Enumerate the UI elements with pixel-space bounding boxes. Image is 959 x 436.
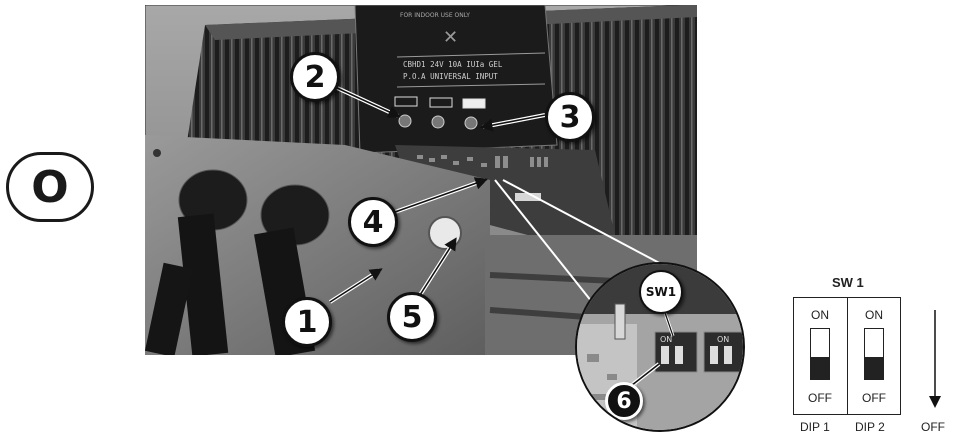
callout-1: 1 bbox=[282, 297, 332, 347]
model-label: CBHD1 24V 10A IUIa GEL bbox=[403, 60, 503, 69]
callout-4: 4 bbox=[348, 197, 398, 247]
dip2-caption: DIP 2 bbox=[855, 420, 885, 434]
section-letter: O bbox=[6, 152, 94, 222]
dip2-switch bbox=[864, 328, 884, 380]
callout-3: 3 bbox=[545, 92, 595, 142]
dip1-off-label: OFF bbox=[808, 391, 832, 405]
dip-switch-inset: ON ON SW1 6 bbox=[575, 262, 745, 432]
dip1-switch bbox=[810, 328, 830, 380]
dip-switch-frame: ON OFF ON OFF bbox=[793, 297, 901, 415]
callout-5: 5 bbox=[387, 292, 437, 342]
inset-on-label: ON bbox=[660, 335, 672, 344]
dip1-caption: DIP 1 bbox=[800, 420, 830, 434]
callout-6: 6 bbox=[605, 382, 643, 420]
label-top-text: FOR INDOOR USE ONLY bbox=[400, 12, 470, 19]
input-label: P.O.A UNIVERSAL INPUT bbox=[403, 72, 498, 81]
dip2-on-label: ON bbox=[865, 308, 883, 322]
svg-text:ON: ON bbox=[717, 335, 729, 344]
arrow-off-caption: OFF bbox=[921, 420, 945, 434]
label-panel: FOR INDOOR USE ONLY ✕ CBHD1 24V 10A IUIa… bbox=[354, 5, 558, 154]
sw1-badge: SW1 bbox=[639, 270, 683, 314]
callout-2: 2 bbox=[290, 52, 340, 102]
reset-hole bbox=[428, 216, 462, 250]
svg-text:✕: ✕ bbox=[443, 27, 458, 48]
dip1-on-label: ON bbox=[811, 308, 829, 322]
dip2-off-label: OFF bbox=[862, 391, 886, 405]
dip-title: SW 1 bbox=[832, 275, 864, 290]
